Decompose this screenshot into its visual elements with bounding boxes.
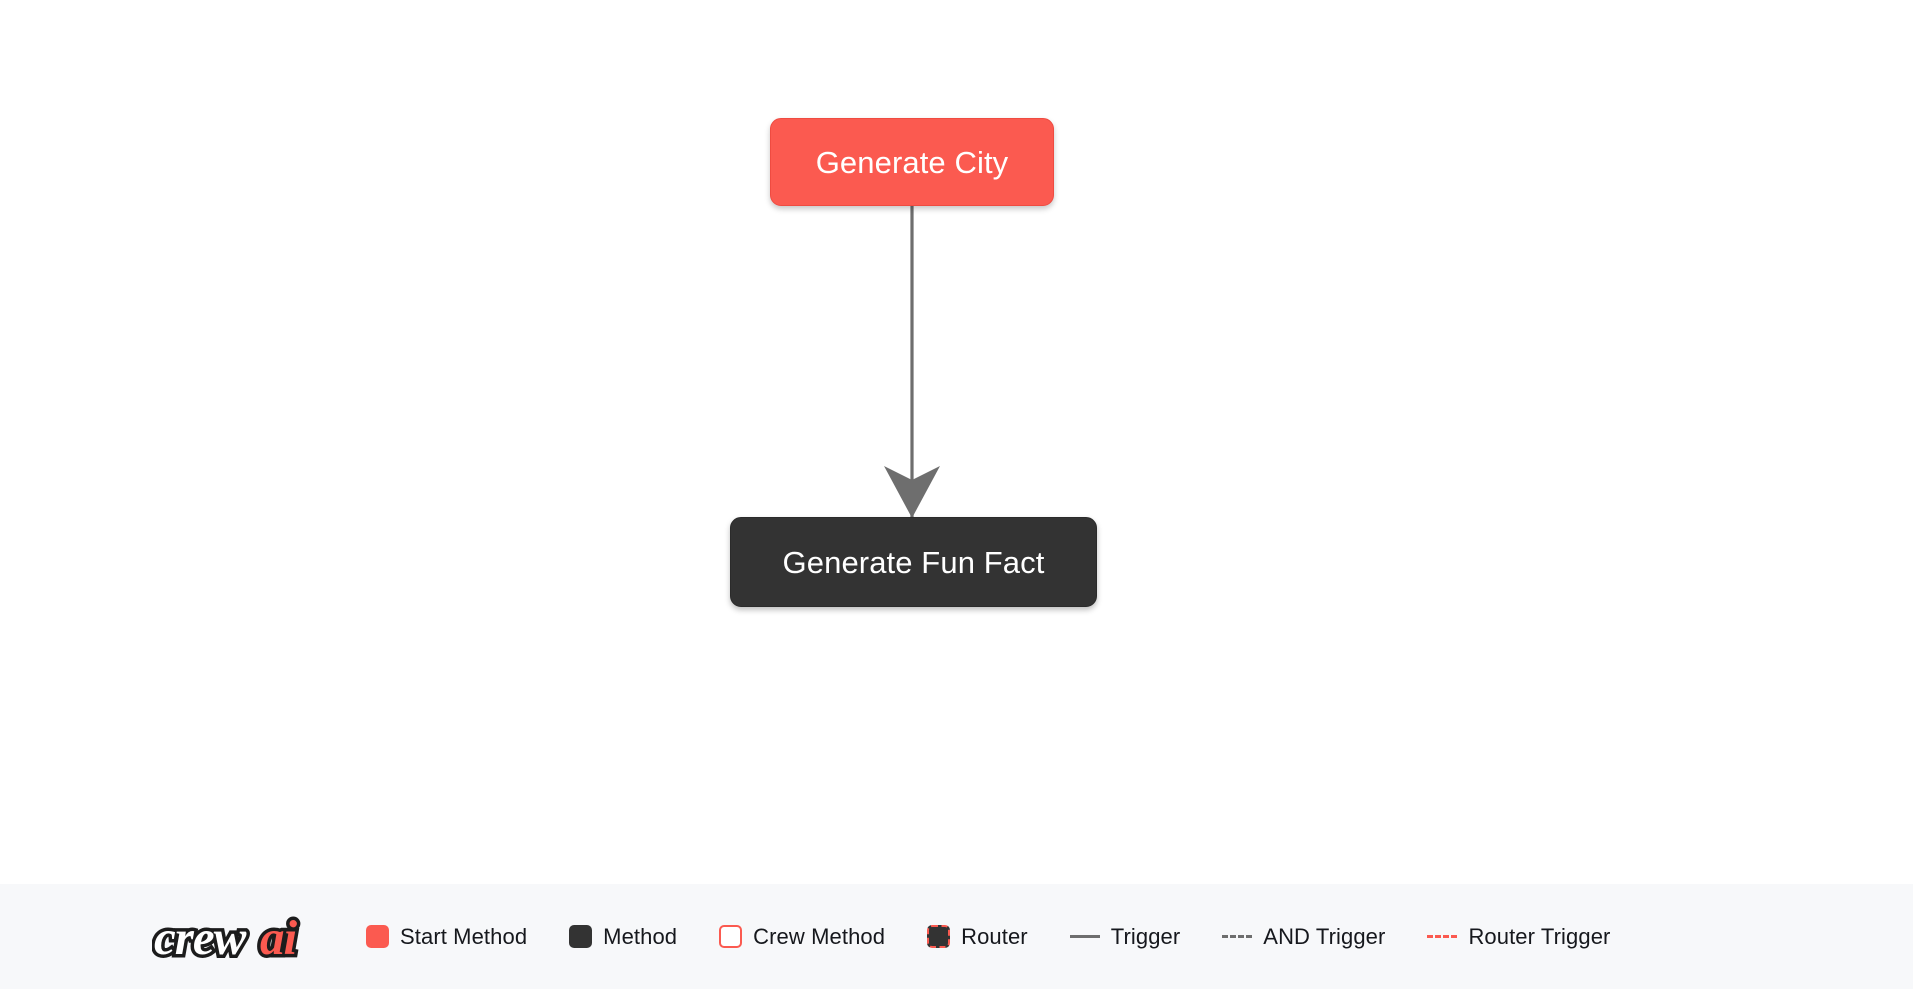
and-trigger-line-icon xyxy=(1222,935,1253,938)
method-swatch-icon xyxy=(569,925,593,948)
legend-item-router-trigger: Router Trigger xyxy=(1427,923,1611,949)
legend-item-and-trigger: AND Trigger xyxy=(1222,923,1386,949)
legend-item-start-method: Start Method xyxy=(366,925,527,948)
svg-text:ai: ai xyxy=(260,910,298,965)
flow-node-generate-fun-fact[interactable]: Generate Fun Fact xyxy=(730,517,1097,607)
legend-item-crew-method: Crew Method xyxy=(719,925,885,948)
legend-items: Start Method Method Crew Method Router T… xyxy=(366,925,1913,948)
trigger-line-icon xyxy=(1069,935,1100,938)
legend-bar: crew ai Start Method Method Crew Method xyxy=(0,884,1913,989)
flow-canvas[interactable]: Generate City Generate Fun Fact xyxy=(0,0,1913,884)
crewai-logo: crew ai xyxy=(152,906,330,968)
legend-label: Router Trigger xyxy=(1468,923,1611,949)
flow-node-generate-city[interactable]: Generate City xyxy=(770,118,1054,206)
flow-node-label: Generate City xyxy=(815,144,1009,180)
legend-label: Trigger xyxy=(1110,923,1181,949)
flow-node-label: Generate Fun Fact xyxy=(782,544,1045,580)
legend-label: Start Method xyxy=(400,923,528,949)
legend-label: Router xyxy=(961,923,1028,949)
legend-item-router: Router xyxy=(927,925,1028,948)
legend-label: Method xyxy=(603,923,678,949)
start-method-swatch-icon xyxy=(366,925,389,948)
legend-item-trigger: Trigger xyxy=(1069,923,1181,949)
legend-item-method: Method xyxy=(569,925,677,948)
legend-label: Crew Method xyxy=(753,923,886,949)
crew-method-swatch-icon xyxy=(719,925,743,948)
crewai-wordmark-icon: crew ai xyxy=(152,906,302,968)
edge-generate-city-to-generate-fun-fact xyxy=(884,206,940,520)
legend-label: AND Trigger xyxy=(1263,923,1386,949)
router-swatch-icon xyxy=(927,925,951,948)
router-trigger-line-icon xyxy=(1427,935,1458,938)
svg-text:crew: crew xyxy=(154,910,247,965)
